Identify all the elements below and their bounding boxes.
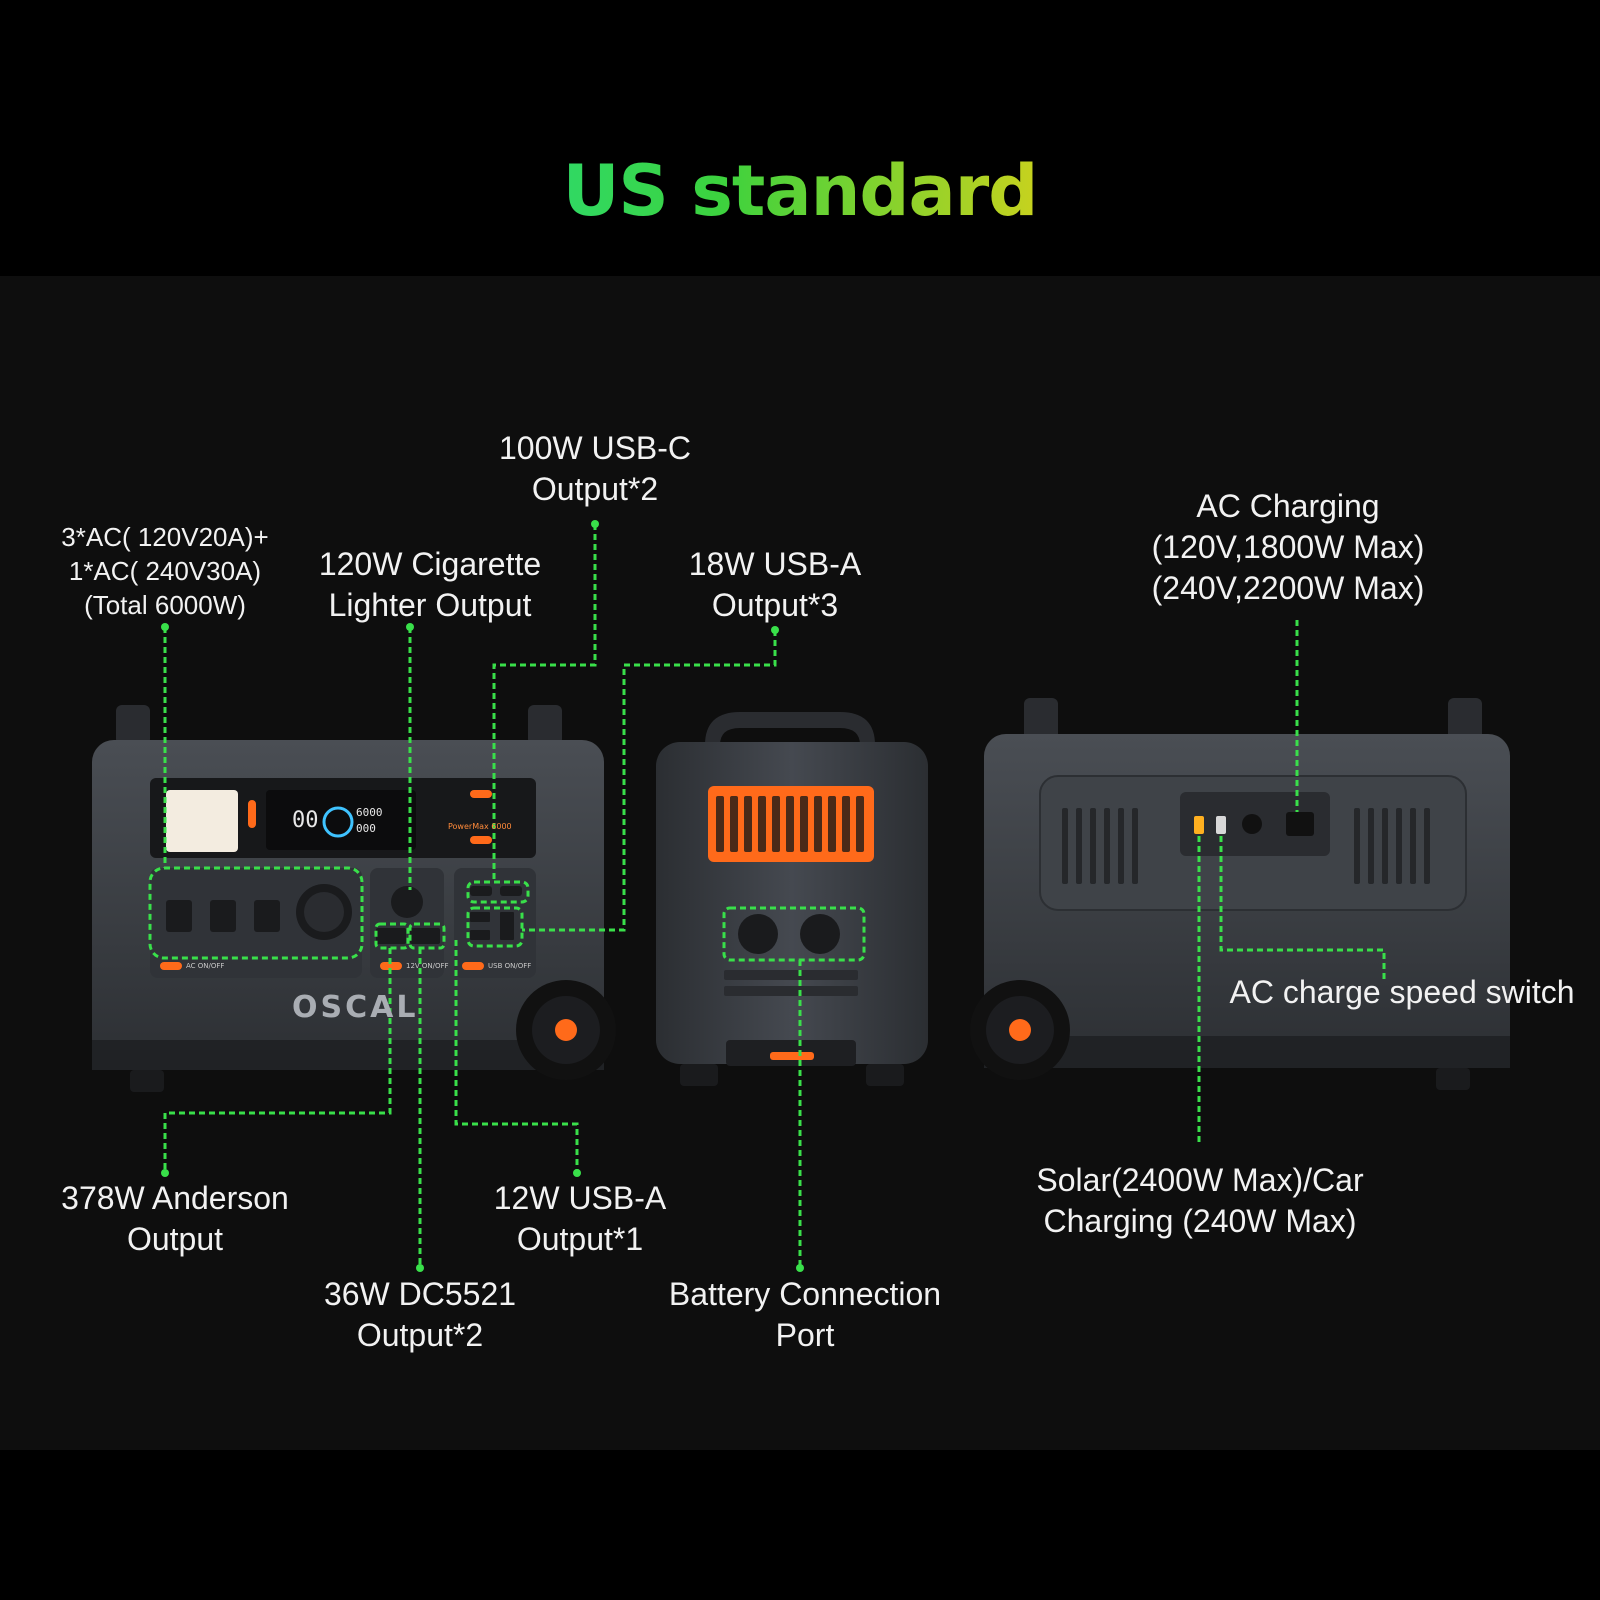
- display-right-bottom: 000: [356, 822, 376, 835]
- anderson-port: [376, 928, 406, 944]
- ac-outlet-1: [166, 900, 192, 932]
- back-unit: [970, 698, 1510, 1090]
- lcd-display: [266, 790, 416, 850]
- ac-switch-button: [160, 962, 182, 970]
- usba-highlight: [466, 906, 524, 948]
- charge-button: [1242, 814, 1262, 834]
- ac-outlet-3: [254, 900, 280, 932]
- model-name: PowerMax 6000: [448, 822, 512, 831]
- battery-port-2: [800, 914, 840, 954]
- usb-c-port-2: [500, 886, 522, 896]
- callout-usb-a-18w: 18W USB-A Output*3: [688, 546, 862, 623]
- brand-logo: OSCAL: [292, 990, 419, 1025]
- callout-usb-c: 100W USB-C Output*2: [498, 430, 692, 507]
- side-handle: [705, 712, 875, 745]
- usbc-highlight: [466, 880, 530, 904]
- side-orange-latch: [770, 1052, 814, 1060]
- dc-switch-label: 12V ON/OFF: [406, 962, 449, 970]
- display-left-value: 00: [292, 808, 319, 833]
- callout-usb-a-12w: 12W USB-A Output*1: [493, 1180, 667, 1257]
- callout-cigarette: 120W Cigarette Lighter Output: [318, 546, 542, 623]
- display-right-top: 6000: [356, 806, 383, 819]
- usb-a-port-2: [470, 930, 490, 940]
- usb-switch-button: [462, 962, 484, 970]
- callout-ac-charging: AC Charging (120V,1800W Max) (240V,2200W…: [1151, 488, 1425, 606]
- ac-highlight: [148, 866, 364, 960]
- usb-a-port-3: [500, 912, 514, 940]
- battery-port-1: [738, 914, 778, 954]
- display-ring: [322, 806, 354, 838]
- ac-switch-label: AC ON/OFF: [186, 962, 225, 970]
- callout-ac-output: 3*AC( 120V20A)+ 1*AC( 240V30A) (Total 60…: [61, 522, 269, 620]
- battery-highlight: [722, 906, 866, 962]
- usb-switch-label: USB ON/OFF: [488, 962, 532, 970]
- front-handle-right: [528, 705, 562, 745]
- solar-port: [1194, 816, 1204, 834]
- callout-dc5521: 36W DC5521 Output*2: [323, 1276, 517, 1353]
- callout-lines: [148, 524, 1386, 1268]
- usb-c-port-1: [470, 886, 492, 896]
- callout-battery-port: Battery Connection Port: [668, 1276, 942, 1353]
- callout-anderson: 378W Anderson Output: [61, 1180, 289, 1257]
- ac-inlet: [1286, 812, 1314, 836]
- dc5521-ports: [410, 928, 440, 944]
- ac-outlet-2: [210, 900, 236, 932]
- usb-a-port-1: [470, 912, 490, 922]
- cigarette-socket: [391, 886, 423, 918]
- dc-switch-button: [380, 962, 402, 970]
- front-unit: [92, 705, 616, 1092]
- callout-ac-speed-switch: AC charge speed switch: [1229, 974, 1575, 1010]
- speed-switch: [1216, 816, 1226, 834]
- front-handle-left: [116, 705, 150, 745]
- led-light: [166, 790, 238, 852]
- callout-solar-car: Solar(2400W Max)/Car Charging (240W Max): [1036, 1162, 1364, 1239]
- side-unit: [656, 712, 928, 1086]
